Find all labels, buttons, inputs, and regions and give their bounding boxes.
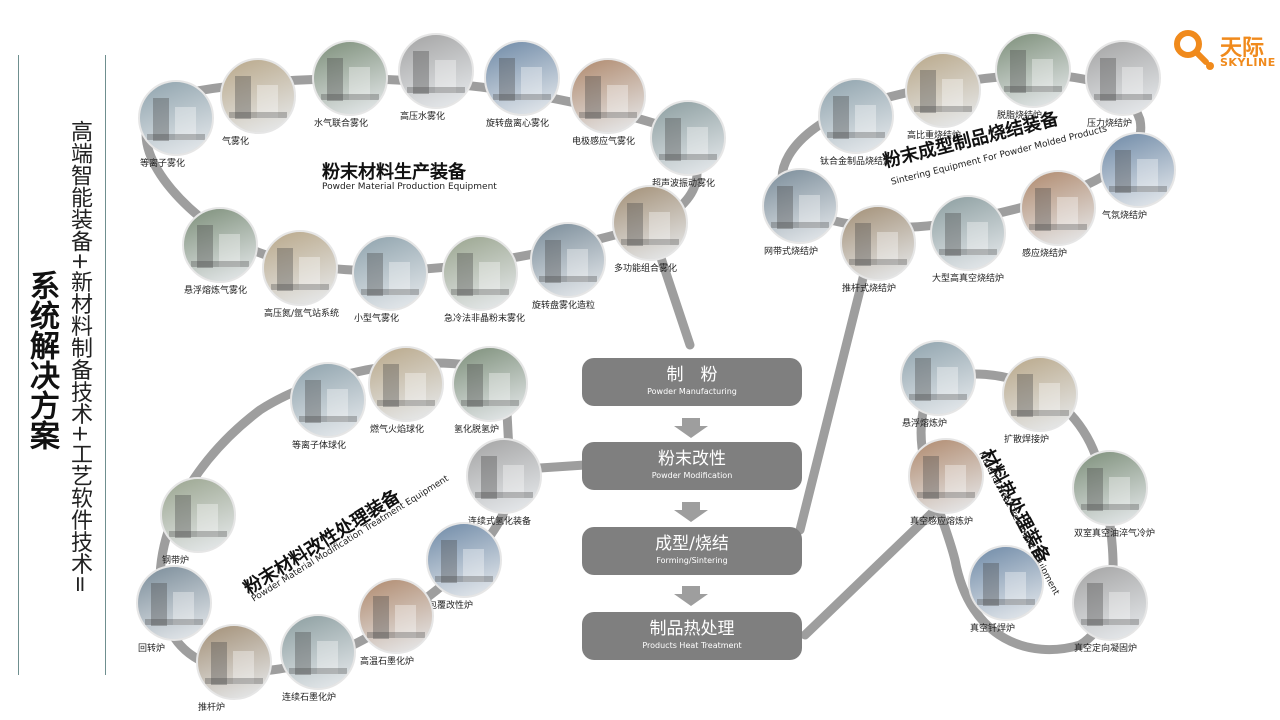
equipment-photo-modification	[160, 477, 236, 553]
equipment-label-production: 水气联合雾化	[314, 119, 369, 129]
equipment-label-modification: 燃气火焰球化	[370, 425, 425, 435]
side-title-sub: 高端智能装备+新材料制备技术+工艺软件技术=	[67, 120, 92, 594]
logo-text-cn: 天际	[1220, 36, 1265, 61]
equipment-label-modification: 推杆炉	[198, 703, 226, 713]
equipment-label-production: 旋转盘离心雾化	[486, 119, 550, 129]
equipment-label-production: 高压氮/氩气站系统	[264, 309, 340, 319]
section-title-production: 粉末材料生产装备	[322, 162, 466, 183]
equipment-photo-production	[530, 222, 606, 298]
side-panel	[18, 55, 106, 675]
equipment-photo-heat	[968, 545, 1044, 621]
equipment-label-sintering: 脱脂烧结炉	[997, 111, 1043, 121]
equipment-photo-production	[182, 207, 258, 283]
equipment-label-production: 超声波振动雾化	[652, 179, 716, 189]
equipment-label-production: 小型气雾化	[354, 314, 400, 324]
equipment-photo-production	[484, 40, 560, 116]
equipment-label-modification: 连续石墨化炉	[282, 693, 337, 703]
equipment-label-modification: 回转炉	[138, 644, 166, 654]
equipment-label-production: 电极感应气雾化	[572, 137, 636, 147]
down-arrow-icon	[674, 502, 708, 522]
equipment-label-sintering: 大型高真空烧结炉	[932, 274, 1005, 284]
skyline-logo-icon	[1174, 30, 1214, 70]
equipment-label-heat: 双室真空油淬气冷炉	[1074, 529, 1156, 539]
step-en: Powder Modification	[651, 471, 733, 480]
step-products-heat-treatment: 制品热处理 Products Heat Treatment	[582, 612, 802, 660]
equipment-label-sintering: 高比重烧结炉	[907, 131, 962, 141]
equipment-label-modification: 连续式氢化装备	[468, 517, 532, 527]
logo-text-en: SKYLINE	[1220, 56, 1276, 69]
equipment-label-sintering: 气氛烧结炉	[1102, 211, 1148, 221]
down-arrow-icon	[674, 586, 708, 606]
equipment-label-production: 高压水雾化	[400, 112, 446, 122]
equipment-photo-modification	[368, 346, 444, 422]
equipment-label-heat: 真空感应熔炼炉	[910, 517, 974, 527]
equipment-photo-sintering	[930, 195, 1006, 271]
equipment-photo-production	[312, 40, 388, 116]
step-cn: 制 粉	[666, 365, 718, 385]
equipment-photo-sintering	[1100, 132, 1176, 208]
equipment-label-sintering: 网带式烧结炉	[764, 247, 819, 257]
equipment-photo-production	[650, 100, 726, 176]
equipment-label-modification: 钢带炉	[162, 556, 190, 566]
equipment-photo-production	[352, 235, 428, 311]
equipment-label-production: 急冷法非晶粉末雾化	[444, 314, 526, 324]
equipment-photo-modification	[452, 346, 528, 422]
equipment-photo-modification	[358, 578, 434, 654]
equipment-label-production: 悬浮熔炼气雾化	[184, 286, 248, 296]
section-subtitle-production: Powder Material Production Equipment	[322, 182, 497, 192]
equipment-label-heat: 扩散焊接炉	[1004, 435, 1050, 445]
equipment-photo-production	[570, 58, 646, 134]
step-cn: 制品热处理	[649, 619, 735, 639]
equipment-photo-modification	[426, 522, 502, 598]
equipment-photo-sintering	[1020, 170, 1096, 246]
equipment-photo-sintering	[762, 168, 838, 244]
equipment-label-heat: 真空定向凝固炉	[1074, 644, 1138, 654]
equipment-label-sintering: 压力烧结炉	[1087, 119, 1133, 129]
equipment-label-modification: 氢化脱氢炉	[454, 425, 500, 435]
equipment-photo-production	[612, 185, 688, 261]
equipment-photo-production	[138, 80, 214, 156]
equipment-label-production: 多功能组合雾化	[614, 264, 678, 274]
step-en: Powder Manufacturing	[647, 387, 737, 396]
equipment-label-production: 气雾化	[222, 137, 250, 147]
down-arrow-icon	[674, 418, 708, 438]
equipment-label-production: 等离子雾化	[140, 159, 186, 169]
step-powder-manufacturing: 制 粉 Powder Manufacturing	[582, 358, 802, 406]
equipment-photo-heat	[1002, 356, 1078, 432]
equipment-photo-sintering	[905, 52, 981, 128]
equipment-photo-modification	[136, 565, 212, 641]
equipment-photo-modification	[466, 438, 542, 514]
step-powder-modification: 粉末改性 Powder Modification	[582, 442, 802, 490]
equipment-photo-production	[442, 235, 518, 311]
step-forming-sintering: 成型/烧结 Forming/Sintering	[582, 527, 802, 575]
equipment-label-heat: 真空钎焊炉	[970, 624, 1016, 634]
equipment-photo-sintering	[1085, 40, 1161, 116]
equipment-photo-sintering	[995, 32, 1071, 108]
equipment-photo-modification	[280, 614, 356, 690]
equipment-label-heat: 悬浮熔炼炉	[902, 419, 948, 429]
equipment-photo-production	[398, 33, 474, 109]
equipment-label-modification: 等离子体球化	[292, 441, 347, 451]
equipment-photo-heat	[1072, 565, 1148, 641]
step-en: Forming/Sintering	[656, 556, 728, 565]
step-cn: 粉末改性	[658, 449, 726, 469]
step-en: Products Heat Treatment	[642, 641, 742, 650]
step-cn: 成型/烧结	[655, 534, 729, 554]
equipment-label-sintering: 钛合金制品烧结炉	[820, 157, 893, 167]
equipment-label-sintering: 推杆式烧结炉	[842, 284, 897, 294]
equipment-label-modification: 高温石墨化炉	[360, 657, 415, 667]
equipment-label-production: 旋转盘雾化造粒	[532, 301, 596, 311]
equipment-photo-heat	[900, 340, 976, 416]
equipment-label-sintering: 感应烧结炉	[1022, 249, 1068, 259]
equipment-photo-sintering	[818, 78, 894, 154]
equipment-photo-heat	[1072, 450, 1148, 526]
equipment-photo-heat	[908, 438, 984, 514]
equipment-photo-production	[262, 230, 338, 306]
side-title-main: 系统解决方案	[24, 270, 59, 450]
equipment-photo-sintering	[840, 205, 916, 281]
equipment-photo-production	[220, 58, 296, 134]
equipment-label-modification: 包覆改性炉	[428, 601, 474, 611]
equipment-photo-modification	[290, 362, 366, 438]
